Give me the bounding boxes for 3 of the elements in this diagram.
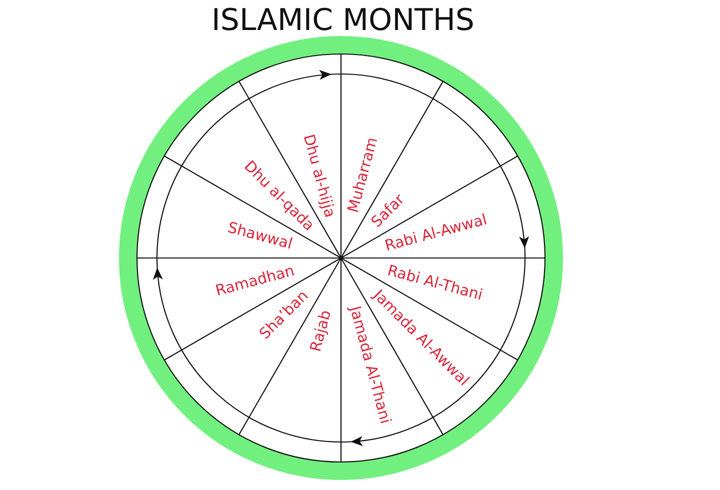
outer-ring <box>119 36 563 480</box>
month-label: Rajab <box>308 309 334 354</box>
title: ISLAMIC MONTHS <box>212 6 474 36</box>
